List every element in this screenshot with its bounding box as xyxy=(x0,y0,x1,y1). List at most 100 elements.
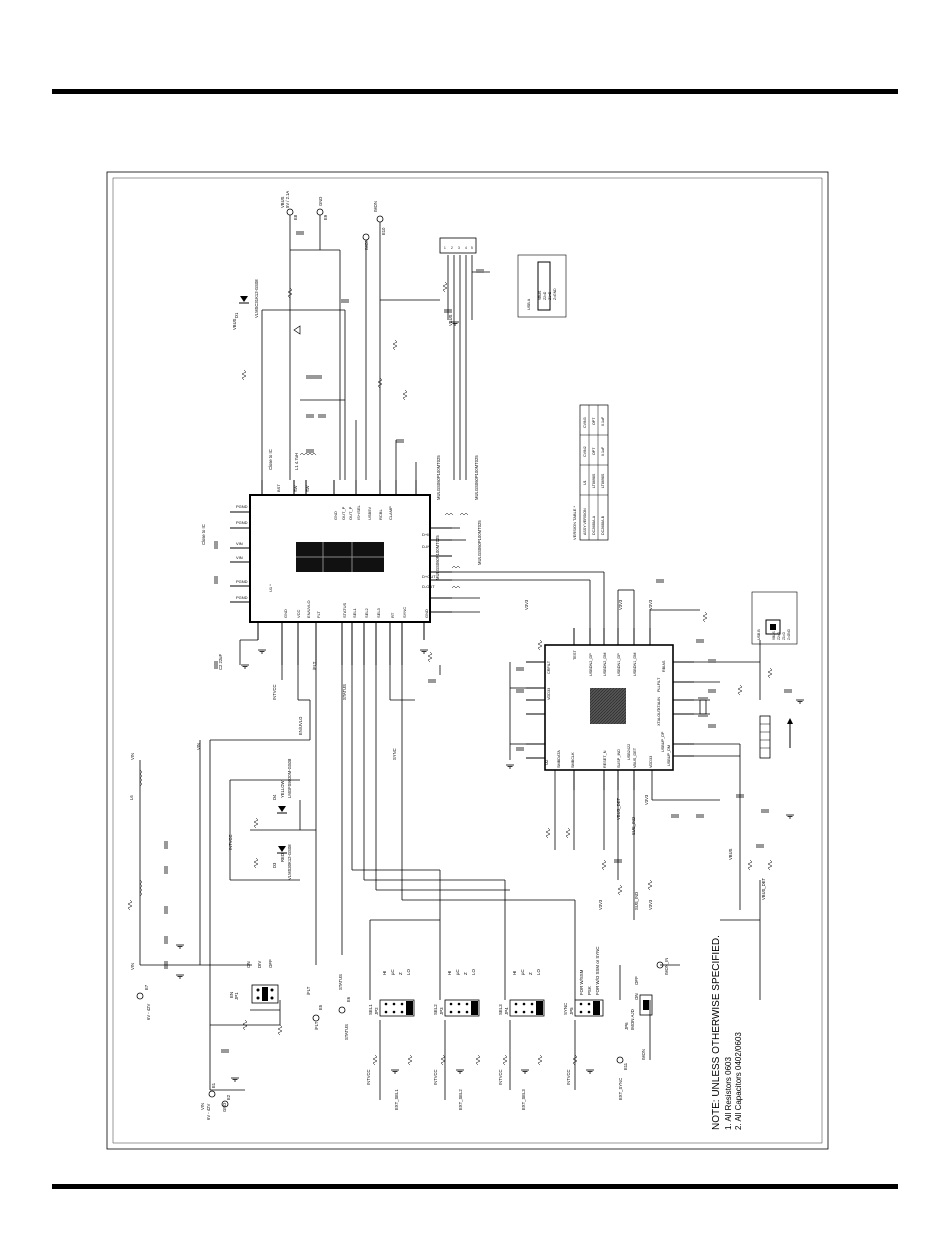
usb-ic-pin-vdd33b: VDD33 xyxy=(649,756,653,768)
ferrite-label-a: MULGS060P100MT025 xyxy=(436,455,441,500)
net-vin-a: VIN xyxy=(130,753,135,760)
sel2-opt-uc: µC xyxy=(455,969,460,975)
vt-r0c3: OPT xyxy=(592,417,596,425)
sync-opt-3: FOR W/O SSM or SYNC xyxy=(595,946,600,995)
net-v3v3-f: V3V3 xyxy=(644,794,649,805)
terminal-e11: E11 xyxy=(623,1062,628,1070)
usb-ic-pin-reset: RESET_N xyxy=(603,750,607,768)
usb-b-connector xyxy=(759,715,793,759)
sel3-ref: SEL3 xyxy=(498,1004,503,1015)
svg-text:5: 5 xyxy=(471,246,473,250)
net-vbus-d1: VBUS xyxy=(232,318,237,330)
vt-r1c2: 0.1uF xyxy=(601,446,605,456)
ic-main-pin-status: STATUS xyxy=(342,602,347,618)
sel2-opt-z: Z xyxy=(463,972,468,975)
net-vbus-rating: 5V / 2.1A xyxy=(285,191,290,208)
header-rule xyxy=(52,89,898,94)
ic-main-pin-usb5v: USB5V xyxy=(367,507,372,520)
net-vbus-top-j2: VBUS xyxy=(448,314,453,326)
ic-main-pin-vcc: VCC xyxy=(296,609,301,618)
led-d4-color: YELLOW xyxy=(280,780,285,798)
ext-sel3: EXT_SEL3 xyxy=(521,1089,526,1110)
vt-r0c2: OPT xyxy=(592,447,596,455)
ic-main-pin-sync: SYNC xyxy=(402,607,407,618)
jp1-ref: JP1 xyxy=(234,992,239,1000)
footer-rule xyxy=(52,1184,898,1189)
sel3-opt-hi: HI xyxy=(512,971,517,975)
sel3-jp: JP4 xyxy=(504,1007,509,1015)
usb-b-row2: Z1=D xyxy=(782,631,786,640)
jp1-opt-off: OFF xyxy=(268,959,273,968)
sync-opt-2: PSK xyxy=(587,986,592,995)
usb-a-title: USB A xyxy=(527,298,531,310)
inductor-l6-label: L6 xyxy=(129,795,134,800)
note-capacitors: 2. All Capacitors 0402/0603 xyxy=(734,1032,743,1130)
ic-main-pin-clamp: CLAMP xyxy=(388,506,393,520)
sync-ref: SYNC xyxy=(563,1003,568,1015)
ic-main-pin-rt: RT xyxy=(390,612,395,618)
ic-main-pin-bst: BST xyxy=(276,484,281,492)
net-intvcc-a: INTVCC xyxy=(272,684,277,700)
net-vbus-label: VBUS xyxy=(280,196,285,208)
main-ic: U1 * GND VCC EN/UVLO FLT STATUS SEL1 SEL… xyxy=(230,480,452,665)
jp1-label: EN xyxy=(229,992,234,998)
usb-ic-pin-dn2-dp: USBDN2_DP xyxy=(589,653,593,676)
drawing-inner-border xyxy=(112,177,823,1144)
sel3-opt-lo: LO xyxy=(536,969,541,975)
usb-ic-pin-up-dp: USBUP_DP xyxy=(661,731,665,752)
ext-sync: EXT_SYNC xyxy=(618,1078,623,1100)
net-flt-c: /FLT xyxy=(314,1021,319,1030)
usb-a-inset: USB A Z=GND Z1=D Z2=D VBUS xyxy=(517,254,567,318)
ic-main-pin-pgnd1: PGND xyxy=(236,504,248,509)
usb-ic-pin-dn2-dm: USBDN2_DM xyxy=(603,653,607,676)
terminal-gnd-bottom: GND xyxy=(222,1103,227,1112)
ic-main-pin-vin2: VIN xyxy=(236,555,243,560)
ic-main-pin-gnd3: GND xyxy=(333,511,338,520)
terminal-e8: E8 xyxy=(293,214,298,220)
capacitors xyxy=(164,231,792,1053)
net-imon-label: IMON xyxy=(364,239,369,250)
crystal xyxy=(698,697,708,717)
usb-a-row2: Z1=D xyxy=(548,291,552,300)
net-flt-a: /FLT xyxy=(312,661,317,670)
net-susp: SUS_IND xyxy=(631,817,636,835)
net-imon-in: IMON_IN xyxy=(664,958,669,975)
net-intvcc-d: INTVCC xyxy=(433,1069,438,1085)
vt-r0c1: LT8698S xyxy=(592,473,596,488)
ic-main-pin-outp2: OUT_P xyxy=(341,506,346,520)
ic-main-pin-pgnd3: PGND xyxy=(236,579,248,584)
usb-ic-pin-smbdata: SMBDATA xyxy=(557,750,561,768)
vt-r1c3: 0.1uF xyxy=(601,416,605,426)
usb-b-row4: VBUS xyxy=(772,631,776,640)
usb-ic-pin-vdd33: VDD33 xyxy=(547,688,551,700)
net-intvcc-c: INTVCC xyxy=(366,1069,371,1085)
net-vbus-det-a: VBUS_DET xyxy=(616,797,621,820)
drawing-border xyxy=(106,171,829,1150)
close-to-ic-top: Close to IC xyxy=(268,449,273,470)
net-vin-range-b: 6V - 42V xyxy=(206,1103,211,1120)
net-intvcc-e: INTVCC xyxy=(498,1069,503,1085)
net-intvcc-b: INTVCC xyxy=(228,834,233,850)
led-d1-ref: D1 xyxy=(234,312,239,318)
ic-main-pin-is-sel: IS+/SEL xyxy=(356,504,361,520)
ext-sel2: EXT_SEL2 xyxy=(458,1089,463,1110)
sel1-opt-uc: µC xyxy=(390,969,395,975)
ferrite-label-b: MULGS060P100MT025 xyxy=(474,455,479,500)
sel2-opt-hi: HI xyxy=(447,971,452,975)
net-intvcc-f: INTVCC xyxy=(566,1069,571,1085)
jp6-opt-on: ON xyxy=(634,993,639,1000)
jp6-ref: JP6 xyxy=(624,1022,629,1030)
jp6-label: IMON AJD xyxy=(630,1009,635,1030)
led-d3-ref: D3 xyxy=(272,862,277,868)
usb-ic-pin-dn1-dp: USBDN1_DP xyxy=(617,653,621,676)
net-v3v3-c: V3V3 xyxy=(648,599,653,610)
close-to-ic-left: Close to IC xyxy=(201,524,206,545)
usb-ic-pin-crfilt: CRFILT xyxy=(547,660,551,674)
sel3-opt-uc: µC xyxy=(520,969,525,975)
led-d1-part: VLMSC31K12-GS08 xyxy=(254,279,259,318)
net-sync: SYNC xyxy=(392,748,397,760)
ground-symbols xyxy=(176,321,804,1082)
vt-r0c0: DC2688A-A xyxy=(592,515,596,535)
net-vbus-right: VBUS xyxy=(728,848,733,860)
sel1-ref: SEL1 xyxy=(368,1004,373,1015)
